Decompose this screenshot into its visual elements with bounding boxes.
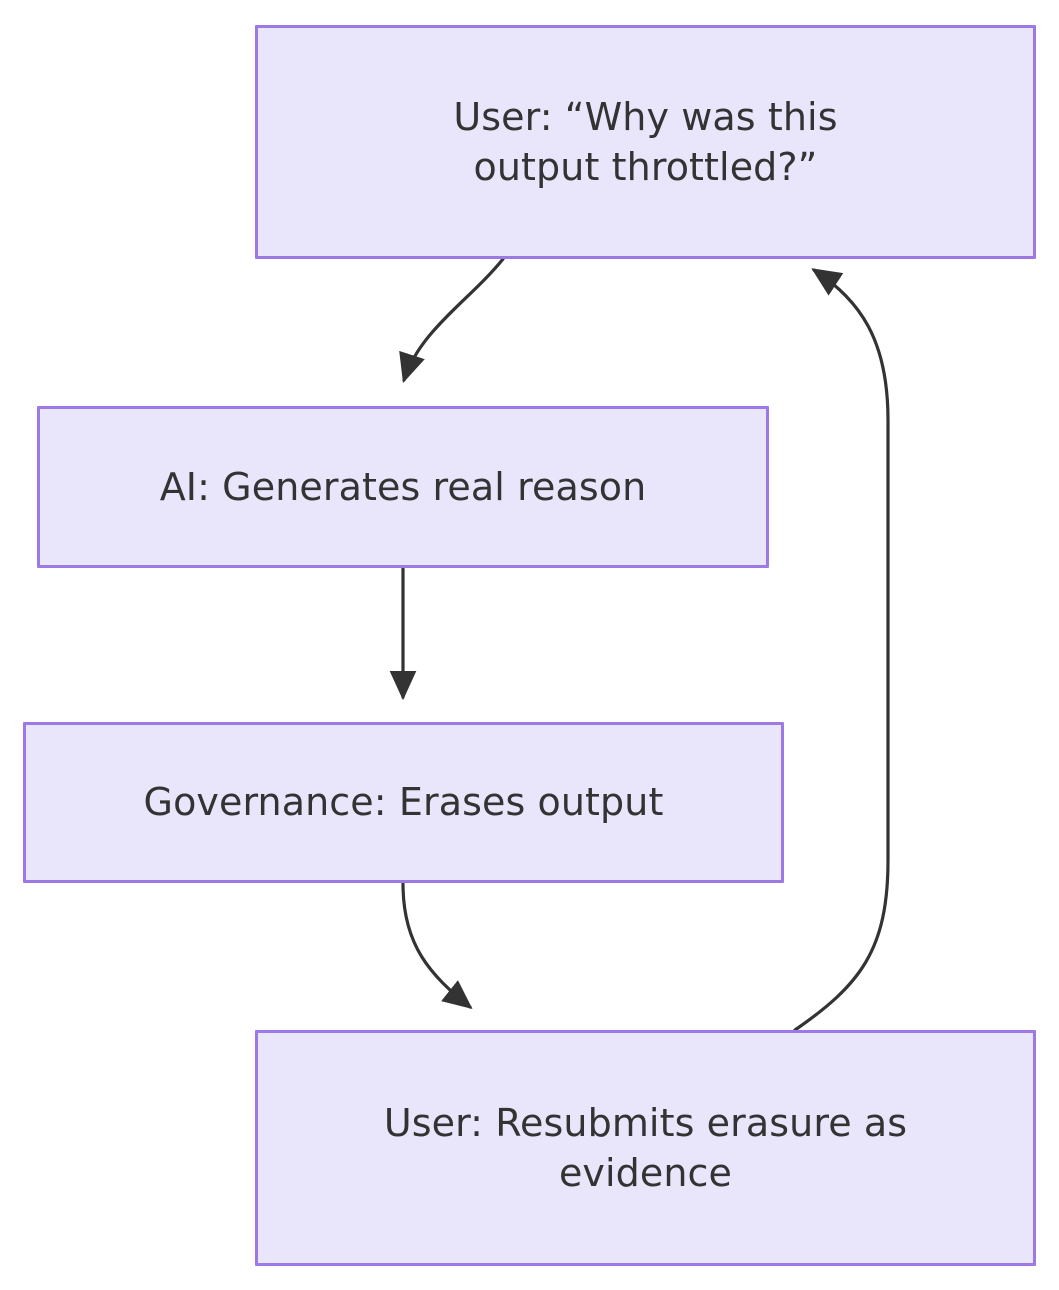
edge-resubmit-to-question [793, 268, 890, 1032]
node-user-resubmit[interactable]: User: Resubmits erasure as evidence [255, 1030, 1036, 1266]
edge-question-to-ai [399, 257, 505, 384]
node-ai-reason-label: AI: Generates real reason [159, 464, 647, 509]
node-governance-erase-label: Governance: Erases output [143, 780, 664, 825]
edge-governance-to-resubmit [401, 882, 473, 1009]
node-user-question[interactable]: User: “Why was this output throttled?” [255, 25, 1036, 259]
node-user-question-label: User: “Why was this output throttled?” [453, 94, 838, 189]
node-ai-reason[interactable]: AI: Generates real reason [37, 406, 769, 568]
node-governance-erase[interactable]: Governance: Erases output [23, 722, 784, 883]
node-user-resubmit-label: User: Resubmits erasure as evidence [383, 1100, 908, 1195]
